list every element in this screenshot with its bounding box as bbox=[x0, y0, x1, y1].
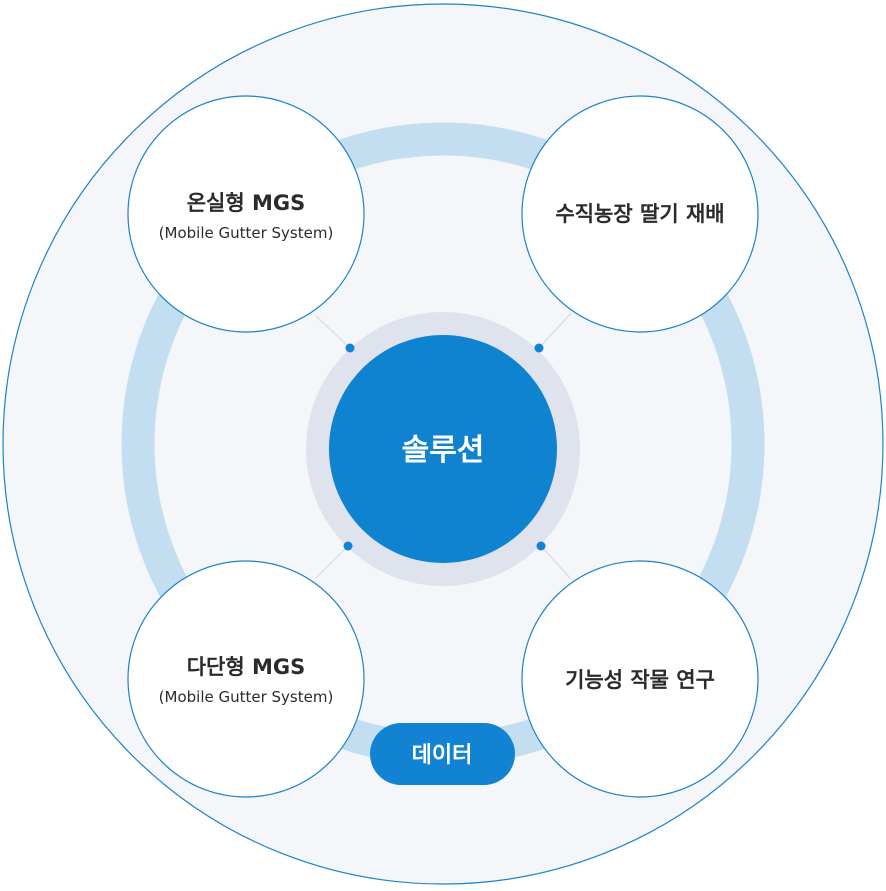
data-badge: 데이터 bbox=[370, 723, 515, 785]
node-bottom-left: 다단형 MGS (Mobile Gutter System) bbox=[127, 560, 365, 798]
node-top-right-circle bbox=[521, 95, 759, 333]
node-bottom-right-circle bbox=[521, 560, 759, 798]
node-bottom-left-circle bbox=[127, 560, 365, 798]
center-label: 솔루션 bbox=[402, 433, 485, 468]
data-badge-label: 데이터 bbox=[412, 743, 473, 768]
node-top-right: 수직농장 딸기 재배 bbox=[521, 95, 759, 333]
node-bottom-left-subtitle: (Mobile Gutter System) bbox=[159, 688, 334, 706]
node-bottom-left-title: 다단형 MGS bbox=[187, 655, 306, 679]
connector-dot-bottom-right bbox=[536, 541, 546, 551]
node-top-left: 온실형 MGS (Mobile Gutter System) bbox=[127, 95, 365, 333]
connector-dot-top-right bbox=[534, 343, 544, 353]
connector-bottom-right bbox=[540, 545, 572, 580]
center-circle bbox=[329, 335, 557, 563]
connector-top-right bbox=[538, 312, 572, 349]
node-top-left-subtitle: (Mobile Gutter System) bbox=[159, 224, 334, 242]
node-top-left-circle bbox=[127, 95, 365, 333]
node-bottom-right: 기능성 작물 연구 bbox=[521, 560, 759, 798]
data-badge-pill bbox=[370, 723, 515, 785]
connector-top-left bbox=[315, 315, 351, 349]
connector-dot-top-left bbox=[345, 343, 355, 353]
node-top-left-title: 온실형 MGS bbox=[187, 191, 306, 215]
node-top-right-title: 수직농장 딸기 재배 bbox=[555, 202, 724, 226]
connector-dot-bottom-left bbox=[343, 541, 353, 551]
node-bottom-right-title: 기능성 작물 연구 bbox=[565, 668, 715, 692]
connector-bottom-left bbox=[315, 545, 349, 579]
